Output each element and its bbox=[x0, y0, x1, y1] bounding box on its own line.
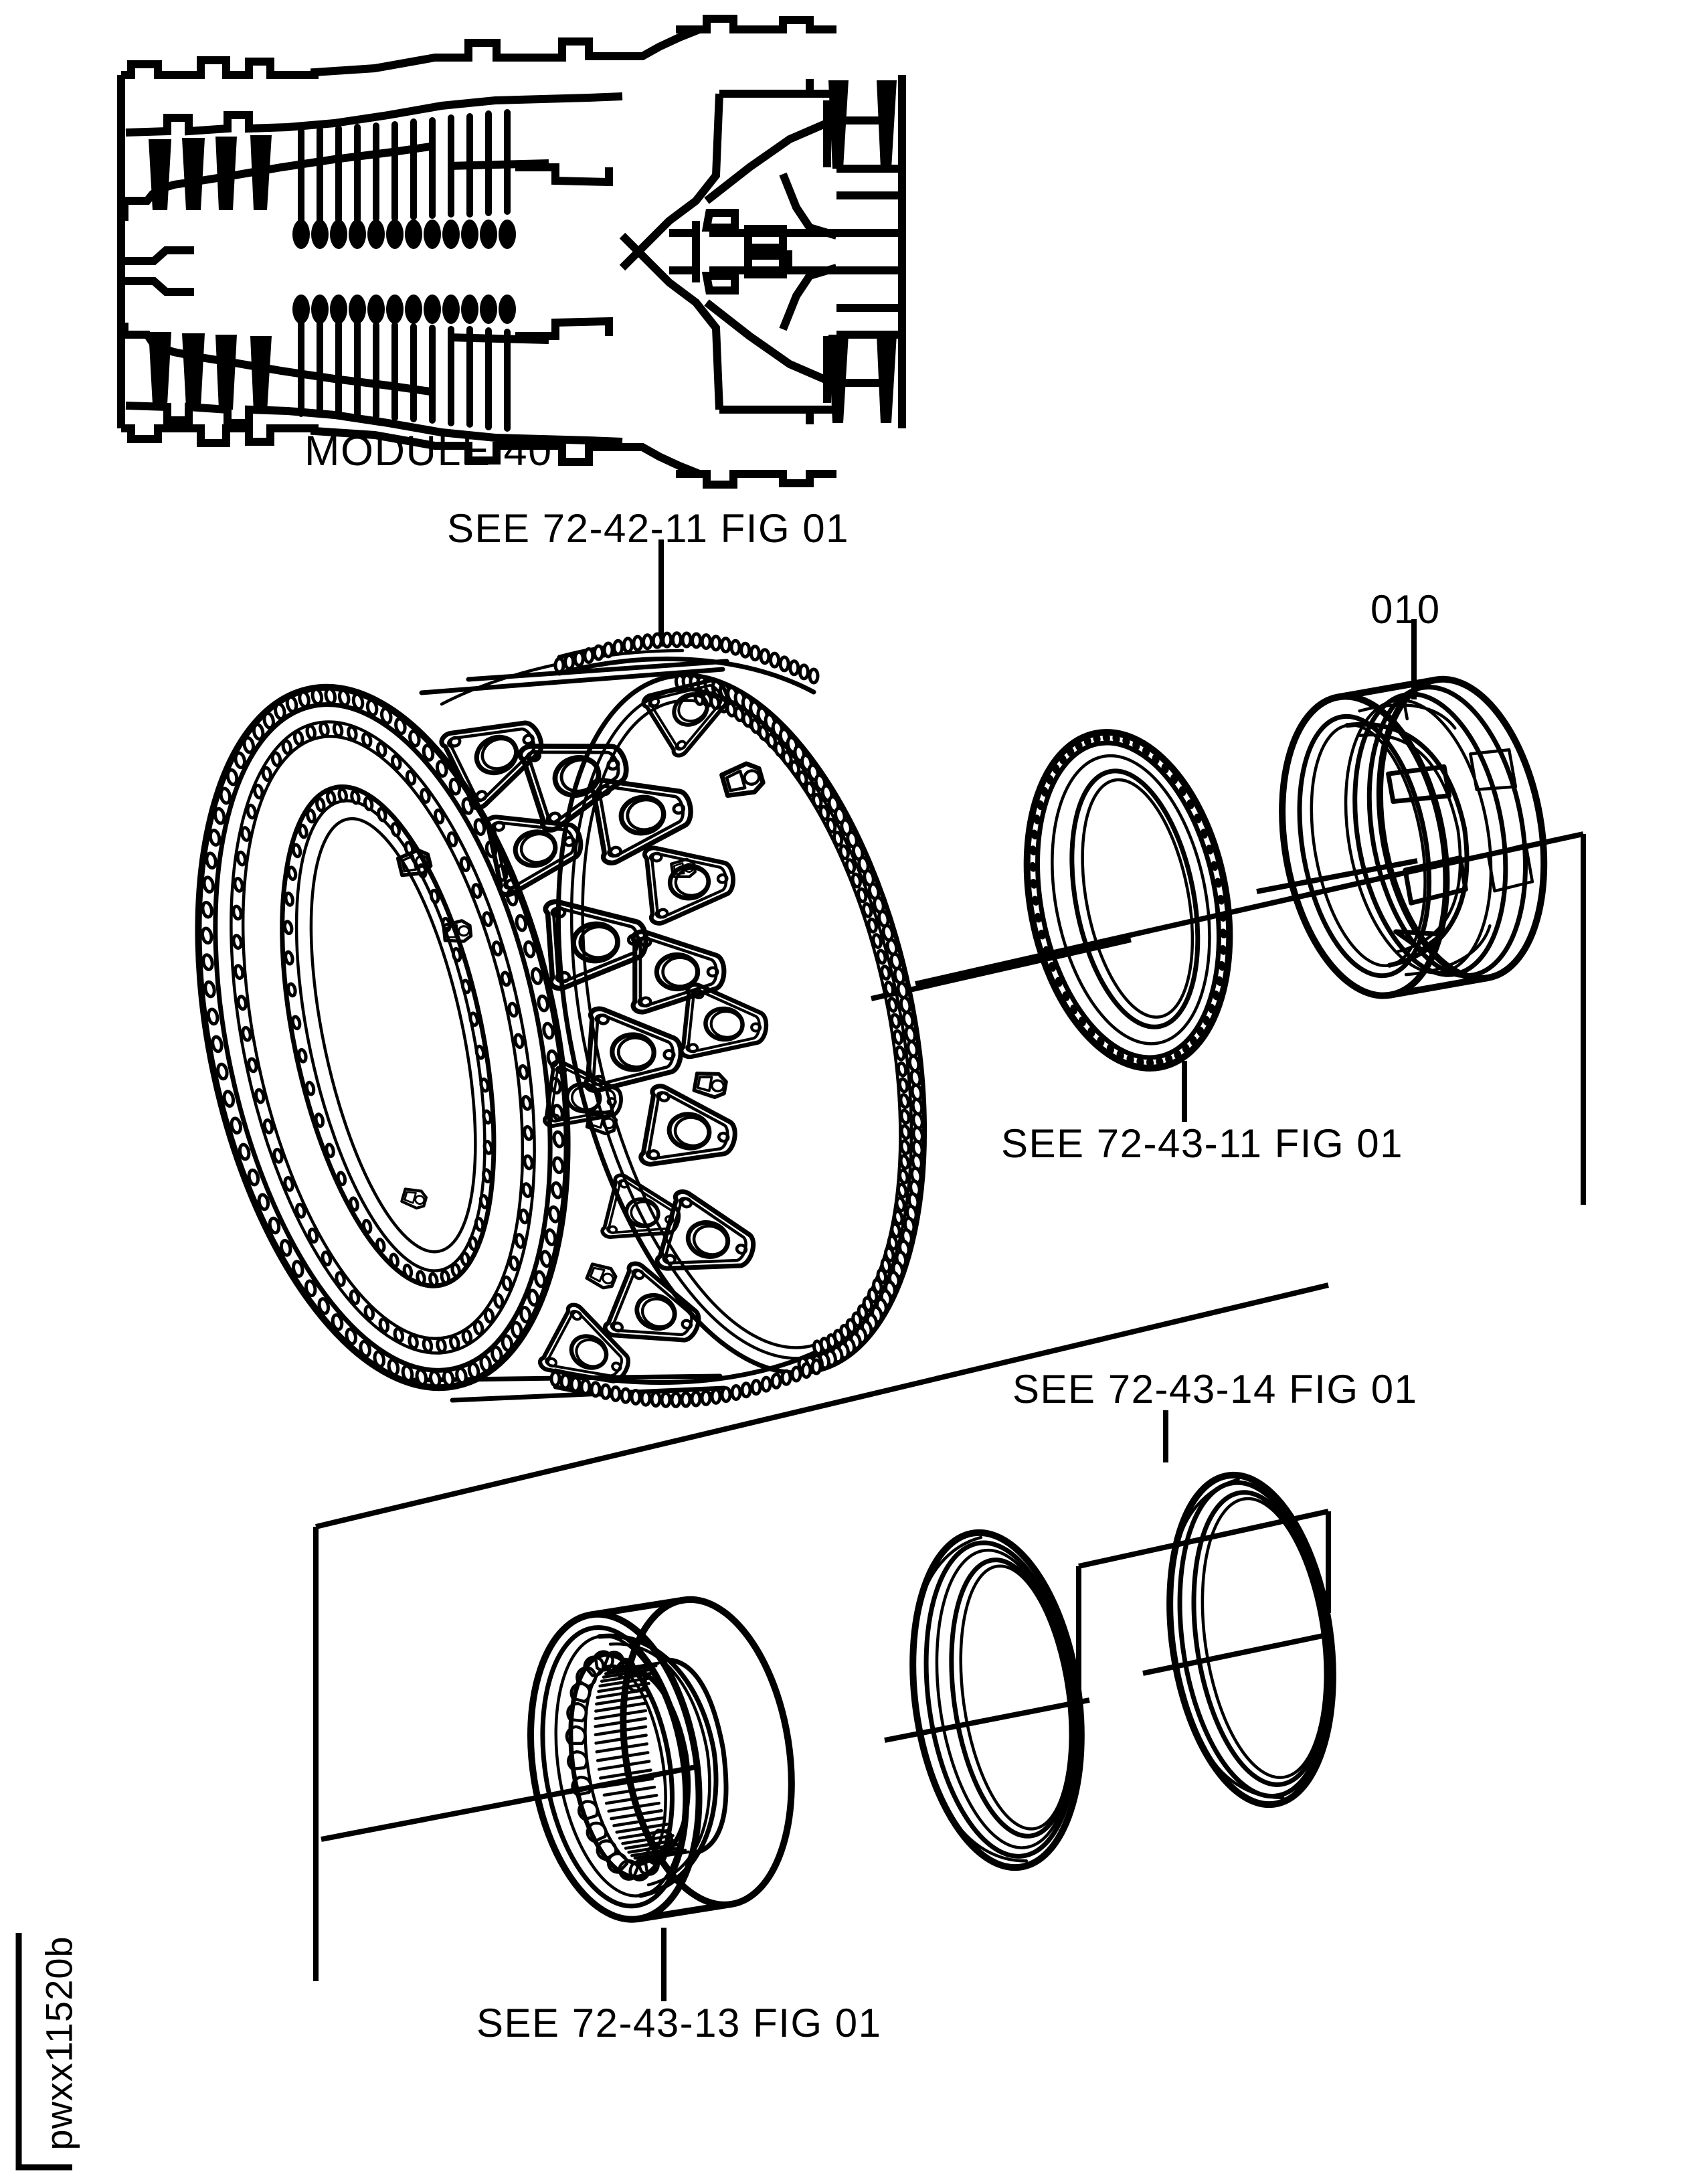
module-caption: MODULE 40 bbox=[304, 428, 553, 475]
sheet-code-bracket bbox=[15, 1933, 72, 2171]
reference-rings-72-43-14: SEE 72‑43‑14 FIG 01 bbox=[1012, 1367, 1418, 1412]
spacer-ring bbox=[909, 1529, 1085, 1871]
sheet-code-block: pwxx11520b bbox=[11, 1928, 80, 2175]
spacer-ring bbox=[1166, 1471, 1336, 1809]
item-number-010: 010 bbox=[1370, 587, 1441, 632]
sheet-code-text: pwxx11520b bbox=[37, 1936, 80, 2151]
reference-seal-72-43-11: SEE 72‑43‑11 FIG 01 bbox=[1001, 1121, 1404, 1166]
reference-case-72-42-11: SEE 72‑42‑11 FIG 01 bbox=[447, 506, 850, 551]
reference-bearing-72-43-13: SEE 72‑43‑13 FIG 01 bbox=[476, 2001, 882, 2045]
group-bracket-lower bbox=[313, 1282, 1329, 1981]
